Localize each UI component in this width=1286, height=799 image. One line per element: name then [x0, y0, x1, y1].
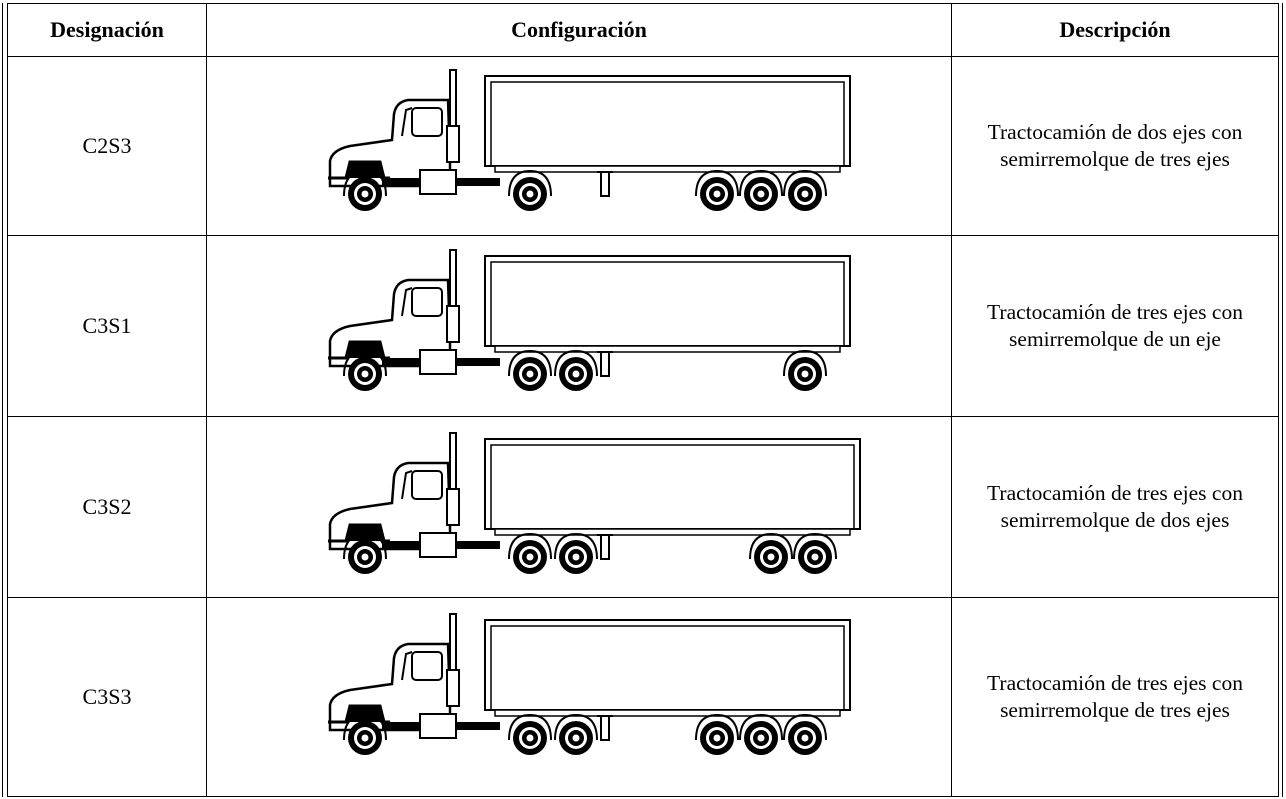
landing-gear — [597, 351, 613, 377]
wheel — [749, 532, 793, 574]
header-designation: Designación — [50, 17, 164, 42]
row-divider — [7, 235, 1279, 236]
trailer-box — [484, 75, 851, 167]
wheel — [554, 713, 598, 755]
trailer-frame — [494, 345, 841, 353]
wheel — [783, 713, 827, 755]
tractor-cab — [328, 613, 460, 732]
wheel — [508, 713, 552, 755]
wheel — [695, 169, 739, 211]
wheel — [554, 349, 598, 391]
row-description: Tractocamión de tres ejes con semirremol… — [987, 300, 1243, 351]
wheel — [508, 169, 552, 211]
wheel — [343, 169, 387, 211]
wheel — [554, 532, 598, 574]
trailer-frame — [494, 165, 841, 173]
wheel — [739, 713, 783, 755]
column-divider — [206, 3, 207, 797]
truck-c3s3-icon — [328, 613, 851, 755]
wheel — [739, 169, 783, 211]
wheel — [783, 349, 827, 391]
trailer-box — [484, 438, 861, 530]
truck-c3s1-icon — [328, 249, 851, 391]
tractor-cab — [328, 432, 460, 551]
column-divider — [951, 3, 952, 797]
row-description: Tractocamión de tres ejes con semirremol… — [987, 481, 1243, 532]
row-designation: C2S3 — [82, 133, 132, 158]
wheel — [783, 169, 827, 211]
truck-c3s2-icon — [328, 432, 861, 574]
row-description: Tractocamión de dos ejes con semirremolq… — [987, 120, 1243, 171]
truck-c2s3-icon — [328, 69, 851, 211]
wheel — [508, 532, 552, 574]
fuel-tank — [419, 713, 457, 739]
wheel — [343, 349, 387, 391]
wheel — [695, 713, 739, 755]
trailer-box — [484, 255, 851, 347]
fuel-tank — [419, 349, 457, 375]
landing-gear — [597, 171, 613, 197]
landing-gear — [597, 534, 613, 560]
tractor-cab — [328, 249, 460, 368]
trailer-frame — [494, 528, 851, 536]
tractor-cab — [328, 69, 460, 188]
header-configuration: Configuración — [511, 17, 647, 42]
wheel — [343, 532, 387, 574]
table-outer-border — [2, 3, 1283, 797]
fuel-tank — [419, 532, 457, 558]
wheel — [793, 532, 837, 574]
header-description: Descripción — [1059, 17, 1171, 42]
row-divider — [7, 416, 1279, 417]
wheel — [343, 713, 387, 755]
fuel-tank — [419, 169, 457, 195]
header-divider — [7, 56, 1279, 57]
row-designation: C3S3 — [82, 684, 132, 709]
table-inner-border — [7, 3, 1279, 797]
row-description: Tractocamión de tres ejes con semirremol… — [987, 671, 1243, 722]
landing-gear — [597, 715, 613, 741]
row-designation: C3S1 — [82, 313, 132, 338]
trailer-frame — [494, 709, 841, 717]
wheel — [508, 349, 552, 391]
row-divider — [7, 597, 1279, 598]
row-designation: C3S2 — [82, 494, 132, 519]
trailer-box — [484, 619, 851, 711]
